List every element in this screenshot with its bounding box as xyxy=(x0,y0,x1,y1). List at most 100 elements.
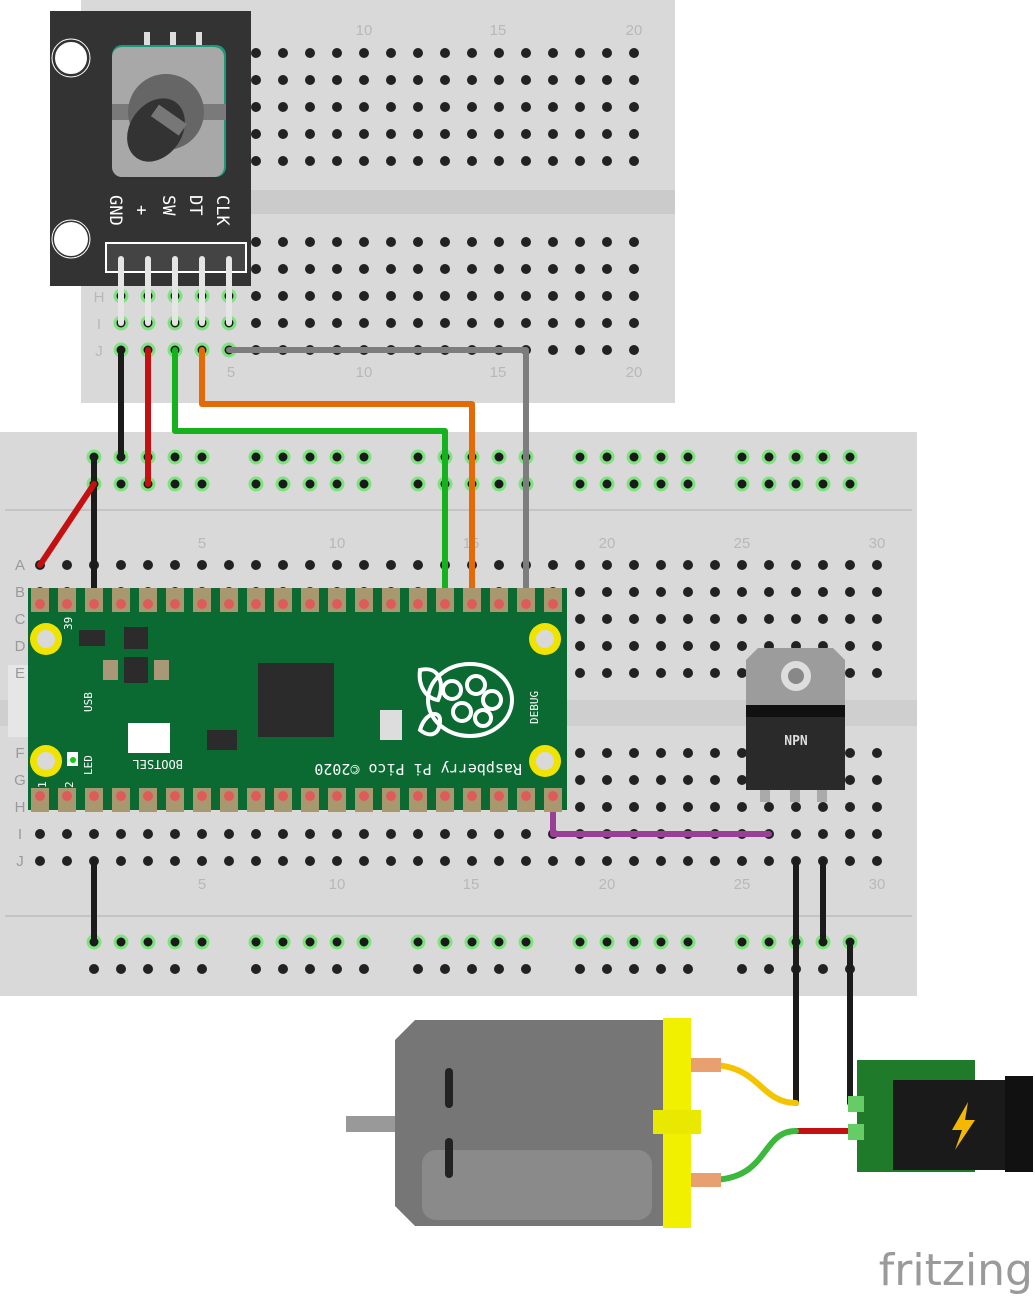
breadboard-hole xyxy=(737,641,747,651)
breadboard-hole xyxy=(629,748,639,758)
breadboard-hole xyxy=(575,237,585,247)
breadboard-hole xyxy=(629,614,639,624)
dc-motor[interactable] xyxy=(346,1018,721,1228)
raspberry-pi-pico[interactable]: USB LED DEBUG 1 2 39 BOOTSEL Raspberry P… xyxy=(8,588,567,812)
breadboard-hole xyxy=(251,291,261,301)
pico-pin-pad xyxy=(62,791,72,801)
breadboard-hole xyxy=(521,75,531,85)
breadboard-hole xyxy=(764,802,774,812)
breadboard-hole xyxy=(788,449,804,465)
breadboard-hole xyxy=(791,560,801,570)
breadboard-hole xyxy=(872,775,882,785)
breadboard-hole xyxy=(413,237,423,247)
pico-pin-pad xyxy=(494,791,504,801)
npn-transistor[interactable]: NPN xyxy=(746,648,845,802)
dc-power-jack[interactable] xyxy=(848,1060,1033,1172)
breadboard-hole xyxy=(737,964,747,974)
breadboard-hole xyxy=(548,237,558,247)
breadboard-hole xyxy=(548,856,558,866)
pico-pin-pad xyxy=(494,599,504,609)
breadboard-hole xyxy=(656,964,666,974)
breadboard-hole xyxy=(278,964,288,974)
breadboard-hole xyxy=(629,291,639,301)
breadboard-hole xyxy=(386,291,396,301)
col-label: 15 xyxy=(490,364,507,381)
breadboard-hole xyxy=(359,318,369,328)
breadboard-hole xyxy=(629,102,639,112)
breadboard-hole xyxy=(386,75,396,85)
pico-pin-pad xyxy=(224,791,234,801)
breadboard-hole xyxy=(548,48,558,58)
breadboard-hole xyxy=(521,102,531,112)
breadboard-hole xyxy=(626,934,642,950)
breadboard-hole xyxy=(761,934,777,950)
row-label: H xyxy=(15,799,26,816)
breadboard-hole xyxy=(764,856,774,866)
breadboard-hole xyxy=(683,587,693,597)
breadboard-hole xyxy=(386,829,396,839)
breadboard-hole xyxy=(494,75,504,85)
breadboard-hole xyxy=(62,560,72,570)
breadboard-hole xyxy=(683,802,693,812)
breadboard-hole xyxy=(548,264,558,274)
breadboard-hole xyxy=(521,48,531,58)
breadboard-hole xyxy=(329,934,345,950)
bootsel-button[interactable] xyxy=(128,723,170,753)
breadboard-hole xyxy=(440,856,450,866)
breadboard-hole xyxy=(197,829,207,839)
breadboard-hole xyxy=(440,291,450,301)
encoder-pin xyxy=(145,256,151,326)
breadboard-hole xyxy=(413,856,423,866)
breadboard-hole xyxy=(305,856,315,866)
breadboard-hole xyxy=(710,560,720,570)
breadboard-hole xyxy=(845,587,855,597)
breadboard-hole xyxy=(683,641,693,651)
pin-label-vcc: + xyxy=(131,205,151,215)
row-label: C xyxy=(15,611,26,628)
breadboard-hole xyxy=(548,156,558,166)
breadboard-hole xyxy=(62,829,72,839)
breadboard-hole xyxy=(494,48,504,58)
rotary-encoder[interactable]: GND + SW DT CLK xyxy=(50,11,251,326)
pico-pin-pad xyxy=(170,599,180,609)
pico-pin-pad xyxy=(35,599,45,609)
breadboard-hole xyxy=(359,856,369,866)
breadboard-hole xyxy=(305,264,315,274)
breadboard-hole xyxy=(845,775,855,785)
breadboard-hole xyxy=(734,934,750,950)
breadboard-hole xyxy=(653,449,669,465)
breadboard-hole xyxy=(872,856,882,866)
breadboard-hole xyxy=(602,102,612,112)
breadboard-hole xyxy=(845,802,855,812)
col-label: 10 xyxy=(329,876,346,893)
breadboard-hole xyxy=(251,48,261,58)
breadboard-hole xyxy=(413,75,423,85)
col-label: 5 xyxy=(227,364,235,381)
breadboard-hole xyxy=(440,264,450,274)
breadboard-hole xyxy=(791,614,801,624)
breadboard-hole xyxy=(575,560,585,570)
breadboard-hole xyxy=(602,291,612,301)
breadboard-hole xyxy=(332,102,342,112)
breadboard-hole xyxy=(494,291,504,301)
breadboard-hole xyxy=(356,449,372,465)
breadboard-hole xyxy=(197,964,207,974)
breadboard-hole xyxy=(683,560,693,570)
breadboard-hole xyxy=(710,668,720,678)
breadboard-hole xyxy=(656,748,666,758)
breadboard-hole xyxy=(62,856,72,866)
breadboard-hole xyxy=(305,48,315,58)
breadboard-hole xyxy=(170,560,180,570)
pico-pin-pad xyxy=(386,599,396,609)
breadboard-hole xyxy=(629,129,639,139)
breadboard-hole xyxy=(278,48,288,58)
breadboard-hole xyxy=(680,934,696,950)
breadboard-hole xyxy=(734,449,750,465)
pico-name-label: Raspberry Pi Pico ©2020 xyxy=(314,760,522,778)
breadboard-hole xyxy=(251,264,261,274)
breadboard-hole xyxy=(734,476,750,492)
breadboard-hole xyxy=(248,934,264,950)
pin-label-gnd: GND xyxy=(105,195,125,226)
breadboard-hole xyxy=(275,934,291,950)
breadboard-hole xyxy=(737,802,747,812)
